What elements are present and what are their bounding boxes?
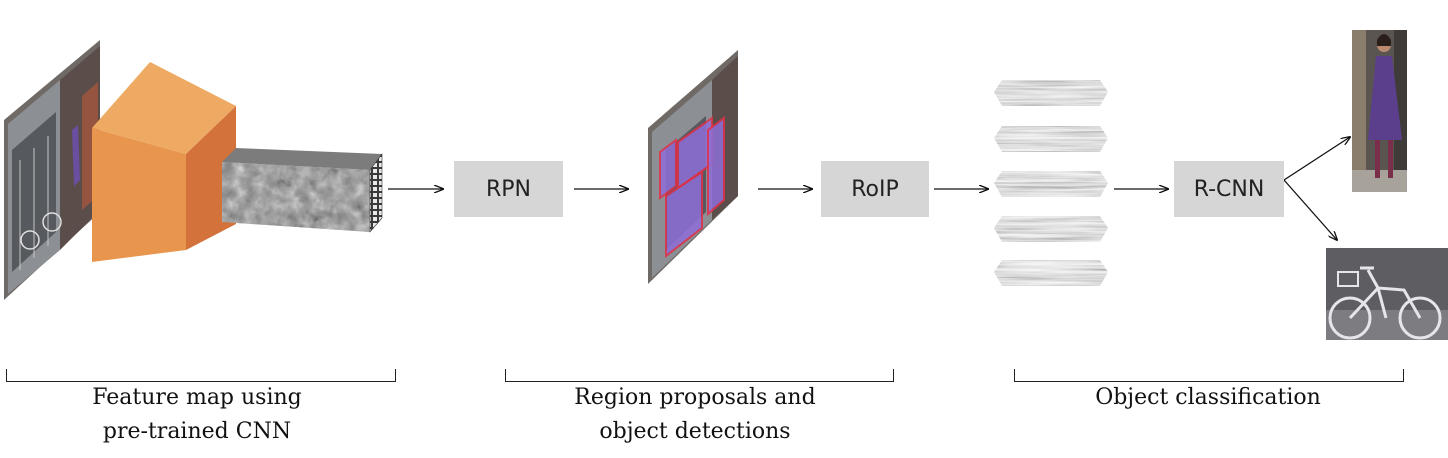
stage2-caption-line1: Region proposals and bbox=[574, 385, 816, 410]
arrow-to-person bbox=[1283, 137, 1350, 181]
stage2-bracket bbox=[505, 369, 894, 382]
rcnn-box: R-CNN bbox=[1174, 161, 1284, 217]
cnn-frustum bbox=[92, 62, 236, 262]
stage3-caption-line1: Object classification bbox=[1095, 385, 1321, 410]
rcnn-label: R-CNN bbox=[1193, 176, 1265, 202]
stage3-bracket bbox=[1014, 369, 1404, 382]
stage1-caption: Feature map using pre-trained CNN bbox=[20, 381, 374, 449]
output-person-image bbox=[1352, 30, 1407, 192]
pooled-feature-bars bbox=[994, 80, 1108, 286]
arrow-to-bicycle bbox=[1283, 179, 1337, 240]
stage1-caption-line2: pre-trained CNN bbox=[102, 419, 292, 444]
pooled-feature-bar bbox=[994, 260, 1108, 286]
input-image bbox=[4, 40, 100, 300]
rpn-box: RPN bbox=[454, 161, 563, 217]
roip-label: RoIP bbox=[851, 176, 899, 202]
stage1-caption-line1: Feature map using bbox=[92, 385, 302, 410]
stage2-caption-line2: object detections bbox=[599, 419, 791, 444]
pooled-feature-bar bbox=[994, 171, 1108, 197]
pooled-feature-bar bbox=[994, 216, 1108, 242]
stage2-caption: Region proposals and object detections bbox=[500, 381, 890, 449]
stage3-caption: Object classification bbox=[1020, 381, 1396, 415]
feature-map-cuboid bbox=[222, 148, 383, 233]
region-proposals-image bbox=[648, 50, 738, 284]
pooled-feature-bar bbox=[994, 126, 1108, 152]
roip-box: RoIP bbox=[821, 161, 929, 217]
output-bicycle-image bbox=[1326, 248, 1448, 340]
rpn-label: RPN bbox=[485, 176, 531, 202]
stage1-bracket bbox=[6, 369, 396, 382]
pooled-feature-bar bbox=[994, 80, 1108, 106]
